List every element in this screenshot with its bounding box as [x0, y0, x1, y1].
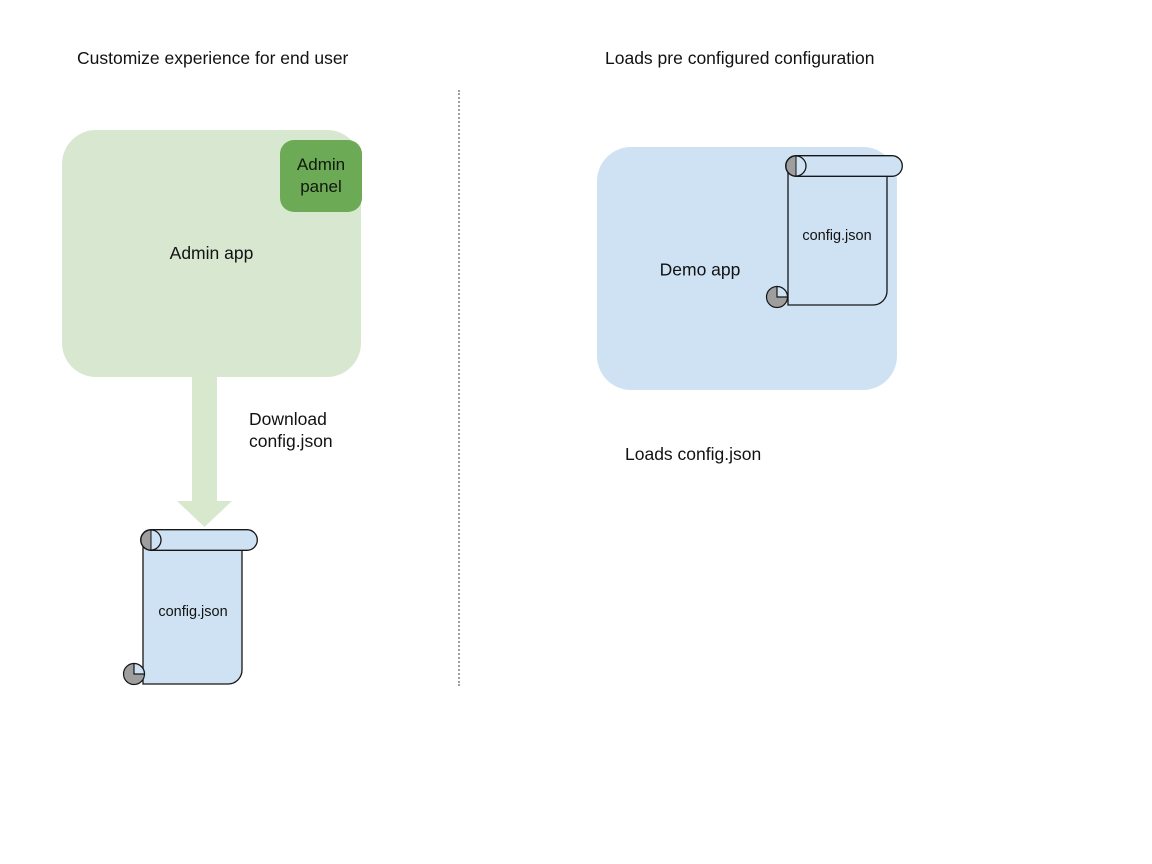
download-arrow-label: Download config.json — [249, 409, 333, 451]
config-file-scroll-icon — [122, 529, 258, 686]
download-arrow-icon — [177, 377, 232, 527]
admin-panel-label: Admin panel — [296, 155, 346, 196]
right-section-title: Loads pre configured configuration — [605, 48, 875, 68]
admin-app-box: Admin app Admin panel — [62, 130, 362, 377]
config-file-label: config.json — [158, 604, 228, 620]
admin-panel-box: Admin panel — [280, 140, 362, 212]
config-file-label: config.json — [802, 228, 872, 244]
admin-app-label: Admin app — [169, 243, 254, 263]
demo-app-label: Demo app — [659, 259, 741, 280]
config-file-scroll-icon — [765, 155, 903, 309]
section-divider — [458, 90, 460, 686]
left-section-title: Customize experience for end user — [77, 48, 349, 68]
loads-config-caption: Loads config.json — [625, 444, 762, 464]
